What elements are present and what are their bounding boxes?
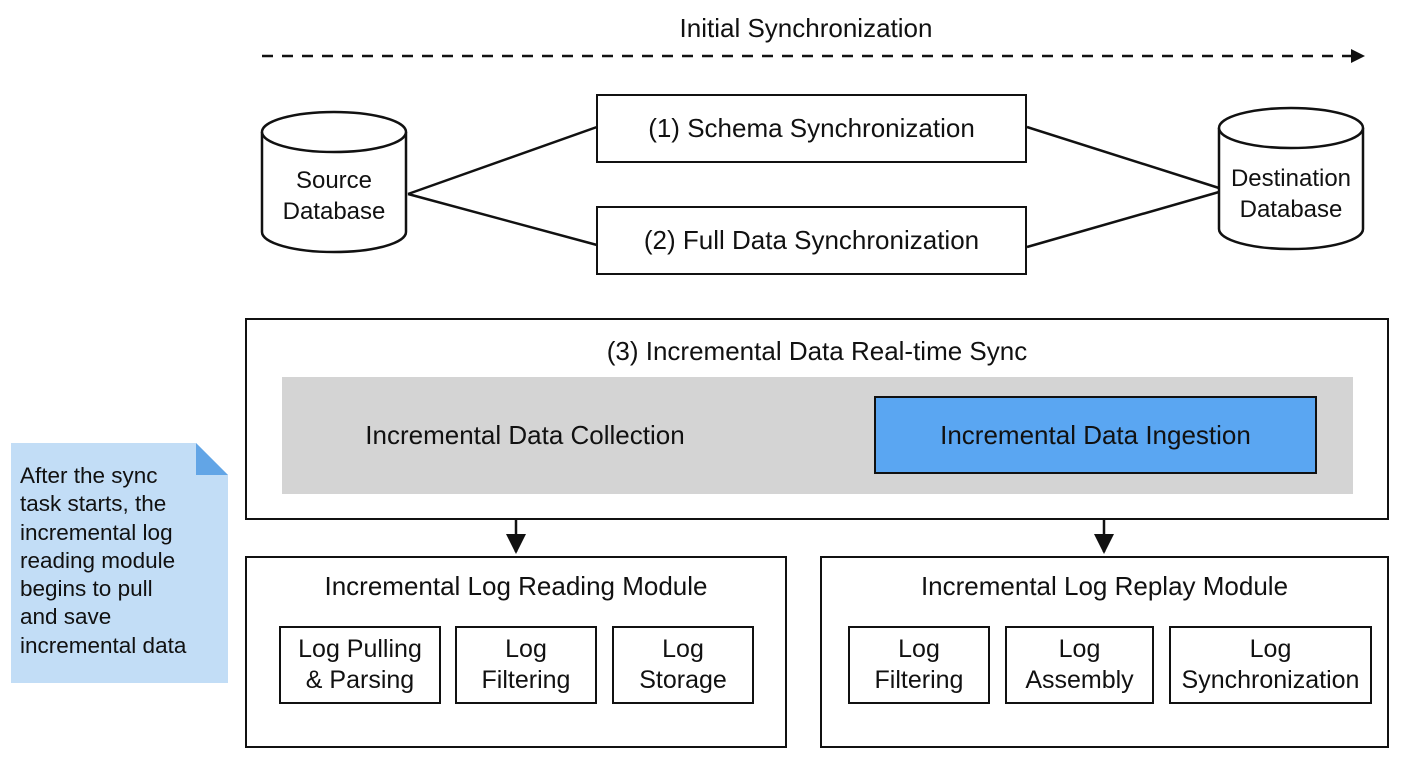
initial-sync-arrowhead (1351, 49, 1365, 63)
destination-database-line2: Database (1239, 196, 1343, 223)
sticky-note-text: After the sync task starts, the incremen… (20, 462, 225, 660)
incremental-sync-container: (3) Incremental Data Real-time Sync Incr… (245, 318, 1389, 520)
log-pulling-parsing-line1: Log Pulling (298, 635, 422, 663)
note-line-2: task starts, the (20, 491, 167, 517)
full-data-sync-box: (2) Full Data Synchronization (596, 206, 1027, 275)
initial-sync-title: Initial Synchronization (679, 13, 933, 43)
source-to-schema-line (407, 125, 598, 196)
destination-database-label: Destination Database (1213, 161, 1369, 227)
reading-module: Incremental Log Reading Module Log Pulli… (245, 556, 787, 748)
source-to-full-data-line (407, 192, 598, 247)
note-line-3: incremental log (20, 519, 173, 545)
schema-sync-box: (1) Schema Synchronization (596, 94, 1027, 163)
log-synchronization-box: Log Synchronization (1169, 626, 1372, 704)
reading-log-filtering-box: Log Filtering (455, 626, 597, 704)
log-assembly-line1: Log (1058, 635, 1101, 663)
schema-to-destination-line (1026, 125, 1220, 190)
replay-log-filtering-line2: Filtering (874, 666, 964, 694)
reading-log-filtering-line2: Filtering (481, 666, 571, 694)
full-data-to-destination-line (1026, 190, 1220, 249)
log-synchronization-line2: Synchronization (1181, 666, 1360, 694)
source-database-line1: Source (295, 167, 373, 194)
note-line-6: and save (20, 604, 112, 630)
source-database-line2: Database (282, 198, 386, 225)
log-pulling-parsing-box: Log Pulling & Parsing (279, 626, 441, 704)
note-line-7: incremental data (20, 632, 187, 658)
note-line-4: reading module (20, 547, 176, 573)
schema-sync-label: (1) Schema Synchronization (648, 113, 975, 143)
log-storage-line2: Storage (639, 666, 727, 694)
incremental-collection-label: Incremental Data Collection (365, 420, 685, 450)
replay-log-filtering-box: Log Filtering (848, 626, 990, 704)
source-database-label: Source Database (262, 163, 406, 229)
incremental-ingestion-label: Incremental Data Ingestion (940, 419, 1251, 450)
reading-log-filtering-line1: Log (505, 635, 547, 663)
reading-module-title: Incremental Log Reading Module (324, 571, 708, 601)
log-assembly-box: Log Assembly (1005, 626, 1154, 704)
incremental-band: Incremental Data Collection Incremental … (282, 377, 1353, 494)
replay-log-filtering-line1: Log (898, 635, 940, 663)
incremental-ingestion-box: Incremental Data Ingestion (874, 396, 1317, 474)
log-storage-box: Log Storage (612, 626, 754, 704)
replay-module-title: Incremental Log Replay Module (920, 571, 1289, 601)
log-assembly-line2: Assembly (1025, 666, 1134, 694)
full-data-sync-label: (2) Full Data Synchronization (643, 225, 980, 255)
log-storage-line1: Log (662, 635, 704, 663)
log-synchronization-line1: Log (1249, 635, 1292, 663)
note-line-1: After the sync (20, 463, 158, 488)
destination-database-line1: Destination (1230, 165, 1352, 192)
sticky-note (11, 443, 228, 683)
note-line-5: begins to pull (20, 576, 153, 602)
replay-module: Incremental Log Replay Module Log Filter… (820, 556, 1389, 748)
log-pulling-parsing-line2: & Parsing (305, 666, 415, 694)
incremental-sync-title: (3) Incremental Data Real-time Sync (606, 336, 1028, 366)
